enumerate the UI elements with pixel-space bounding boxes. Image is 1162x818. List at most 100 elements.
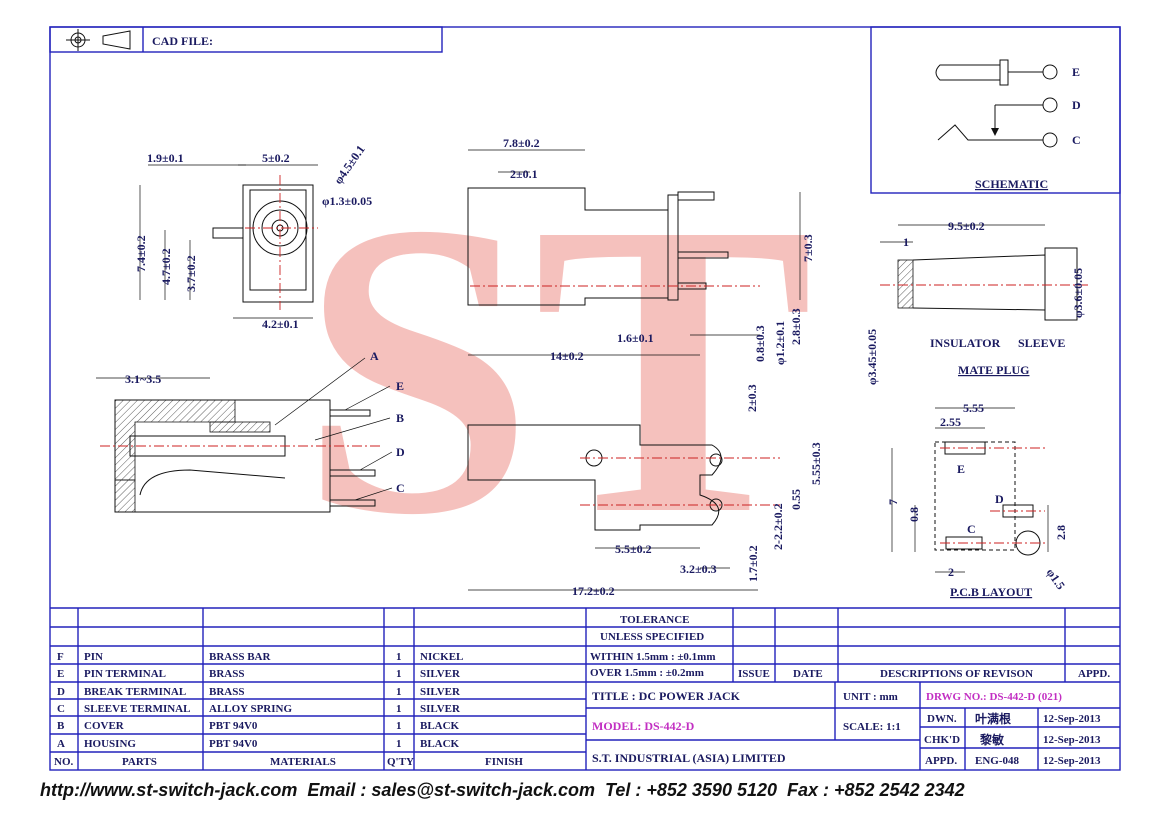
schematic-title: SCHEMATIC <box>975 177 1048 191</box>
row-e-qty: 1 <box>396 668 402 680</box>
dim-front-4-7: 4.7±0.2 <box>159 248 173 285</box>
callout-c: C <box>396 481 405 495</box>
dwn-label: DWN. <box>927 713 957 725</box>
appd-name: ENG-048 <box>975 755 1020 767</box>
row-c-qty: 1 <box>396 703 402 715</box>
row-e-material: BRASS <box>209 668 244 680</box>
row-d-material: BRASS <box>209 686 244 698</box>
row-a-qty: 1 <box>396 738 402 750</box>
row-c-no: C <box>57 703 65 715</box>
header-parts: PARTS <box>122 756 157 768</box>
row-f-part: PIN <box>84 651 103 663</box>
dim-pcb-2-8: 2.8 <box>1054 525 1068 540</box>
title-block: TITLE : DC POWER JACK MODEL: DS-442-D S.… <box>586 682 1120 770</box>
schematic: E D C SCHEMATIC <box>870 26 1121 194</box>
pcb-pad-c-label: C <box>967 522 976 536</box>
plug-pin-symbol <box>935 64 1001 81</box>
dim-front-3-7: 3.7±0.2 <box>184 255 198 292</box>
terminal-c-circle <box>1042 132 1058 148</box>
dwn-date: 12-Sep-2013 <box>1043 713 1101 725</box>
section-view: 3.1~3.5 A E B D C <box>96 349 405 513</box>
dim-plug-9-5: 9.5±0.2 <box>948 219 985 233</box>
tolerance-over: OVER 1.5mm : ±0.2mm <box>590 667 704 679</box>
row-f-no: F <box>57 651 64 663</box>
cad-file-header: CAD FILE: <box>49 26 443 53</box>
pcb-pad-e-label: E <box>957 462 965 476</box>
dim-side-dia-1-2: φ1.2±0.1 <box>773 321 787 365</box>
row-f-finish: NICKEL <box>420 651 463 663</box>
plug-insulator-label: INSULATOR <box>930 336 1001 350</box>
projection-symbol-icon <box>66 29 131 51</box>
schematic-pin-c: C <box>1072 133 1081 147</box>
header-finish: FINISH <box>485 756 523 768</box>
appd-date: 12-Sep-2013 <box>1043 755 1101 767</box>
header-no: NO. <box>54 756 74 768</box>
dim-bottom-1-7: 1.7±0.2 <box>746 545 760 582</box>
dim-pcb-dia-1-5: φ1.5 <box>1044 566 1068 592</box>
dim-front-4-2: 4.2±0.1 <box>262 317 299 331</box>
bottom-view: 2±0.3 5.55±0.3 0.55 2-2.2±0.2 5.5±0.2 3.… <box>467 384 823 598</box>
dim-side-2-8: 2.8±0.3 <box>789 308 803 345</box>
revision-date: DATE <box>793 668 823 680</box>
title-block-scale: SCALE: 1:1 <box>843 721 901 733</box>
row-e-part: PIN TERMINAL <box>84 668 166 680</box>
row-c-material: ALLOY SPRING <box>209 703 292 715</box>
dim-side-14: 14±0.2 <box>550 349 584 363</box>
dim-side-2: 2±0.1 <box>510 167 538 181</box>
dim-bottom-2-2: 2-2.2±0.2 <box>771 503 785 550</box>
dim-bottom-2: 2±0.3 <box>745 384 759 412</box>
row-d-no: D <box>57 686 65 698</box>
dim-plug-dia-3-6: φ3.6±0.05 <box>1071 268 1085 318</box>
row-a-part: HOUSING <box>84 738 136 750</box>
chkd-date: 12-Sep-2013 <box>1043 734 1101 746</box>
tolerance-revision: TOLERANCE UNLESS SPECIFIED WITHIN 1.5mm … <box>586 608 1120 683</box>
revision-desc: DESCRIPTIONS OF REVISON <box>880 668 1033 680</box>
dim-pcb-5-55: 5.55 <box>963 401 984 415</box>
dim-side-7-8: 7.8±0.2 <box>503 136 540 150</box>
pcb-pad-d-label: D <box>995 492 1004 506</box>
row-f-material: BRASS BAR <box>209 651 271 663</box>
chkd-label: CHK'D <box>924 734 960 746</box>
title-block-company: S.T. INDUSTRIAL (ASIA) LIMITED <box>592 751 786 765</box>
dim-bottom-0-55: 0.55 <box>789 489 803 510</box>
tolerance-title: TOLERANCE <box>620 614 689 626</box>
parts-table: F PIN BRASS BAR 1 NICKEL E PIN TERMINAL … <box>50 607 1120 770</box>
dim-plug-1: 1 <box>903 235 909 249</box>
cad-file-label: CAD FILE: <box>152 34 213 48</box>
header-qty: Q'TY <box>387 756 414 768</box>
mate-plug: 9.5±0.2 1 φ3.6±0.05 φ3.45±0.05 INSULATOR… <box>865 219 1090 385</box>
revision-appd: APPD. <box>1078 668 1110 680</box>
pcb-layout-title: P.C.B LAYOUT <box>950 585 1032 599</box>
callout-a: A <box>370 349 379 363</box>
dim-side-1-6: 1.6±0.1 <box>617 331 654 345</box>
header-materials: MATERIALS <box>270 756 336 768</box>
row-a-no: A <box>57 738 65 750</box>
title-block-drwg: DRWG NO.: DS-442-D (021) <box>926 691 1062 703</box>
row-b-qty: 1 <box>396 720 402 732</box>
dim-front-7-4: 7.4±0.2 <box>134 235 148 272</box>
revision-issue: ISSUE <box>738 668 770 680</box>
mate-plug-title: MATE PLUG <box>958 363 1029 377</box>
row-d-part: BREAK TERMINAL <box>84 686 186 698</box>
pcb-layout: 5.55 2.55 7 0.8 2.8 2 φ1.5 E D C P.C.B L… <box>886 401 1068 599</box>
appd-label: APPD. <box>925 755 957 767</box>
row-b-no: B <box>57 720 65 732</box>
row-c-finish: SILVER <box>420 703 461 715</box>
terminal-e-circle <box>1042 64 1058 80</box>
plug-sleeve-label: SLEEVE <box>1018 336 1065 350</box>
dwn-name: 叶满根 <box>975 711 1011 726</box>
row-d-qty: 1 <box>396 686 402 698</box>
dim-pcb-2-55: 2.55 <box>940 415 961 429</box>
dim-front-dia-1-3: φ1.3±0.05 <box>322 194 372 208</box>
title-block-model: MODEL: DS-442-D <box>592 719 695 733</box>
row-e-finish: SILVER <box>420 668 461 680</box>
dim-bottom-3-2: 3.2±0.3 <box>680 562 717 576</box>
dim-front-1-9: 1.9±0.1 <box>147 151 184 165</box>
dim-bottom-5-5: 5.5±0.2 <box>615 542 652 556</box>
title-block-unit: UNIT : mm <box>843 691 898 703</box>
watermark: ST <box>300 136 814 601</box>
tolerance-within: WITHIN 1.5mm : ±0.1mm <box>590 651 716 663</box>
schematic-pin-e: E <box>1072 65 1080 79</box>
row-b-finish: BLACK <box>420 720 460 732</box>
row-b-part: COVER <box>84 720 125 732</box>
